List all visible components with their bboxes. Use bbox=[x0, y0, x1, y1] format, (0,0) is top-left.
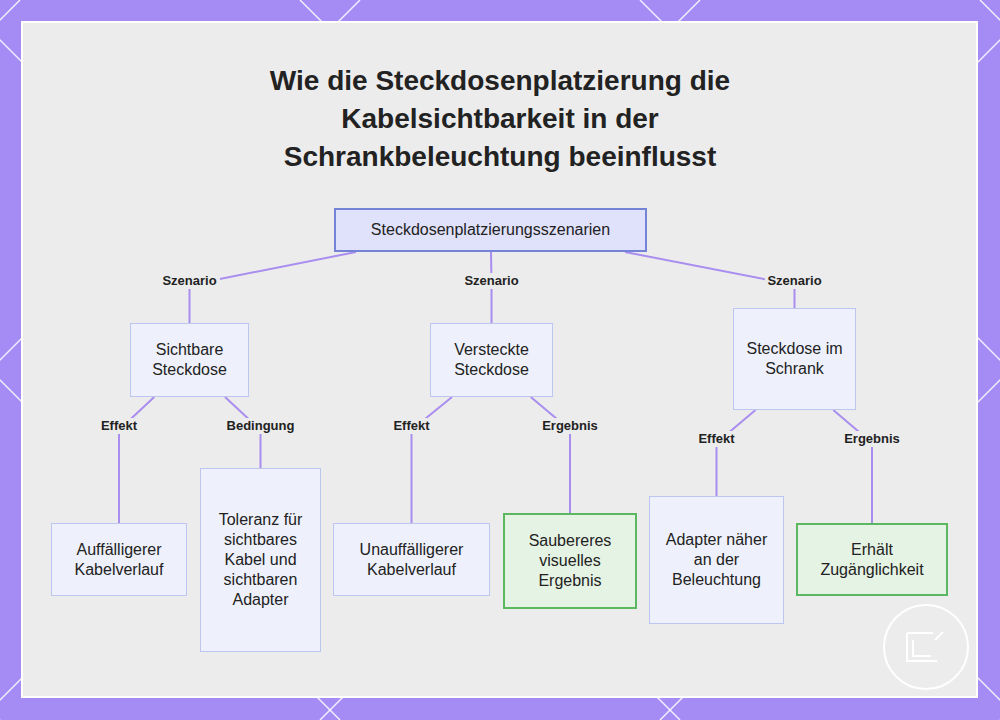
process-box: Toleranz für sichtbares Kabel und sichtb… bbox=[200, 468, 321, 652]
edge-label: Effekt bbox=[98, 418, 140, 434]
node-text: Unauffälligerer Kabelverlauf bbox=[342, 540, 481, 580]
lattice-line bbox=[0, 0, 20, 720]
node-text: Saubereres visuelles Ergebnis bbox=[513, 531, 627, 591]
edge-label: Bedingung bbox=[224, 418, 298, 434]
process-box: Versteckte Steckdose bbox=[430, 323, 553, 397]
title: Wie die Steckdosenplatzierung die Kabels… bbox=[200, 62, 800, 176]
process-box: Unauffälligerer Kabelverlauf bbox=[333, 523, 490, 596]
lattice-line bbox=[980, 0, 1000, 720]
edge-label: Effekt bbox=[695, 431, 737, 447]
result-box: Erhält Zugänglichkeit bbox=[796, 523, 948, 596]
node-text: Auffälligerer Kabelverlauf bbox=[60, 540, 178, 580]
edge-label: Ergebnis bbox=[841, 431, 903, 447]
result-box: Saubereres visuelles Ergebnis bbox=[503, 513, 637, 609]
connector bbox=[717, 410, 756, 496]
node-text: Sichtbare Steckdose bbox=[139, 340, 240, 380]
process-box: Auffälligerer Kabelverlauf bbox=[51, 523, 187, 596]
process-box: Steckdose im Schrank bbox=[733, 308, 856, 410]
logo-ring bbox=[884, 605, 968, 689]
connector bbox=[412, 397, 453, 523]
edge-label: Ergebnis bbox=[539, 418, 601, 434]
edge-label: Effekt bbox=[390, 418, 432, 434]
node-text: Adapter näher an der Beleuchtung bbox=[658, 530, 775, 590]
edge-label: Szenario bbox=[461, 273, 521, 289]
logo-badge bbox=[884, 605, 968, 689]
edge-label: Szenario bbox=[159, 273, 219, 289]
edge-label: Szenario bbox=[764, 273, 824, 289]
node-text: Steckdose im Schrank bbox=[742, 339, 847, 379]
process-box: Sichtbare Steckdose bbox=[130, 323, 249, 397]
node-text: Toleranz für sichtbares Kabel und sichtb… bbox=[209, 510, 312, 610]
node-text: Versteckte Steckdose bbox=[439, 340, 544, 380]
connector bbox=[833, 410, 872, 523]
node-text: Erhält Zugänglichkeit bbox=[806, 540, 938, 580]
root-box: Steckdosenplatzierungsszenarien bbox=[334, 208, 647, 252]
connector bbox=[531, 397, 570, 513]
process-box: Adapter näher an der Beleuchtung bbox=[649, 496, 784, 624]
node-text: Steckdosenplatzierungsszenarien bbox=[371, 220, 610, 240]
content-panel bbox=[22, 22, 977, 697]
connector bbox=[119, 397, 154, 523]
logo-icon bbox=[907, 632, 943, 661]
